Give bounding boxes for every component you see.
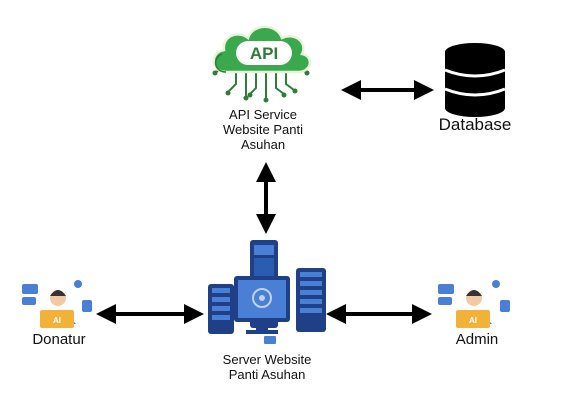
admin-label: Admin <box>455 331 499 348</box>
api-service-label: API Service Website Panti Asuhan <box>196 107 330 153</box>
api-badge-text: API <box>250 44 278 63</box>
server-cluster-icon <box>208 240 326 344</box>
api-label-line1: API Service <box>229 107 297 122</box>
donatur-person-icon: AI <box>22 280 92 328</box>
admin-laptop-badge: AI <box>469 316 477 325</box>
api-cloud-icon: API <box>212 25 311 103</box>
donatur-laptop-badge: AI <box>53 316 61 325</box>
admin-person-icon: AI <box>438 280 510 328</box>
server-label-line1: Server Website <box>222 352 312 367</box>
api-label-line3: Asuhan <box>240 136 286 152</box>
server-label: Server Website Panti Asuhan <box>200 352 334 383</box>
database-label: Database <box>438 115 512 134</box>
api-label-line2: Website Panti <box>223 121 303 137</box>
donatur-label: Donatur <box>32 331 86 348</box>
server-label-line2: Panti Asuhan <box>228 366 306 382</box>
database-icon <box>444 43 506 117</box>
